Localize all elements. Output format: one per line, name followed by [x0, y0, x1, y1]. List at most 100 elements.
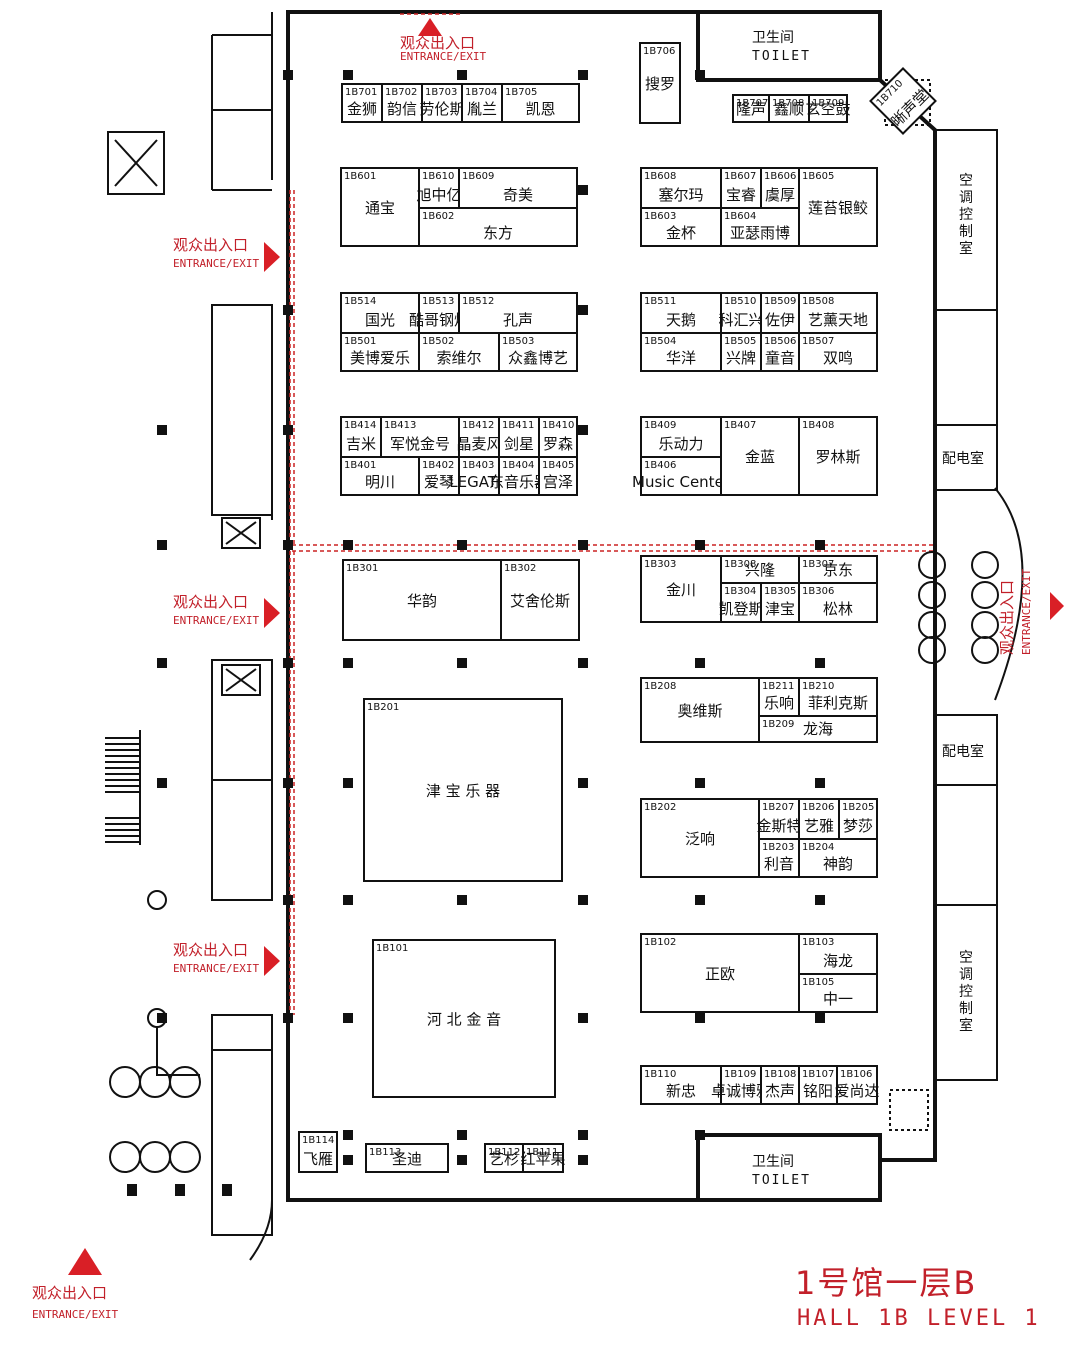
- booth-code: 1B608: [644, 171, 676, 182]
- booth-box: [372, 939, 556, 1098]
- power-room-1-label: 配电室: [942, 450, 984, 467]
- exit-east[interactable]: 观众出入口 ENTRANCE/EXIT: [918, 551, 1064, 664]
- exit-south-west[interactable]: 观众出入口 ENTRANCE/EXIT: [32, 1248, 118, 1321]
- pillar: [343, 658, 353, 668]
- toilet-north-label-cn: 卫生间: [752, 30, 794, 46]
- booth-box: [798, 973, 878, 1013]
- exit-west-3[interactable]: 观众出入口 ENTRANCE/EXIT: [173, 941, 280, 976]
- booth-code: 1B412: [462, 420, 494, 431]
- exit-west-2[interactable]: 观众出入口 ENTRANCE/EXIT: [173, 593, 280, 628]
- exit-west-1[interactable]: 观众出入口 ENTRANCE/EXIT: [173, 236, 280, 272]
- booth-box: [418, 167, 460, 209]
- booth-code: 1B107: [802, 1069, 834, 1080]
- booth-name: 兴牌: [726, 349, 756, 367]
- booth-code: 1B505: [724, 336, 756, 347]
- booth-box: [458, 292, 578, 334]
- booth-1b505[interactable]: 1B505 兴牌: [720, 332, 762, 372]
- booth-box: [640, 167, 722, 209]
- exit-top[interactable]: 观众出入口 ENTRANCE/EXIT: [400, 18, 486, 63]
- booth-name: 飞雁: [303, 1150, 333, 1168]
- exit-west-1-label-en: ENTRANCE/EXIT: [173, 257, 259, 270]
